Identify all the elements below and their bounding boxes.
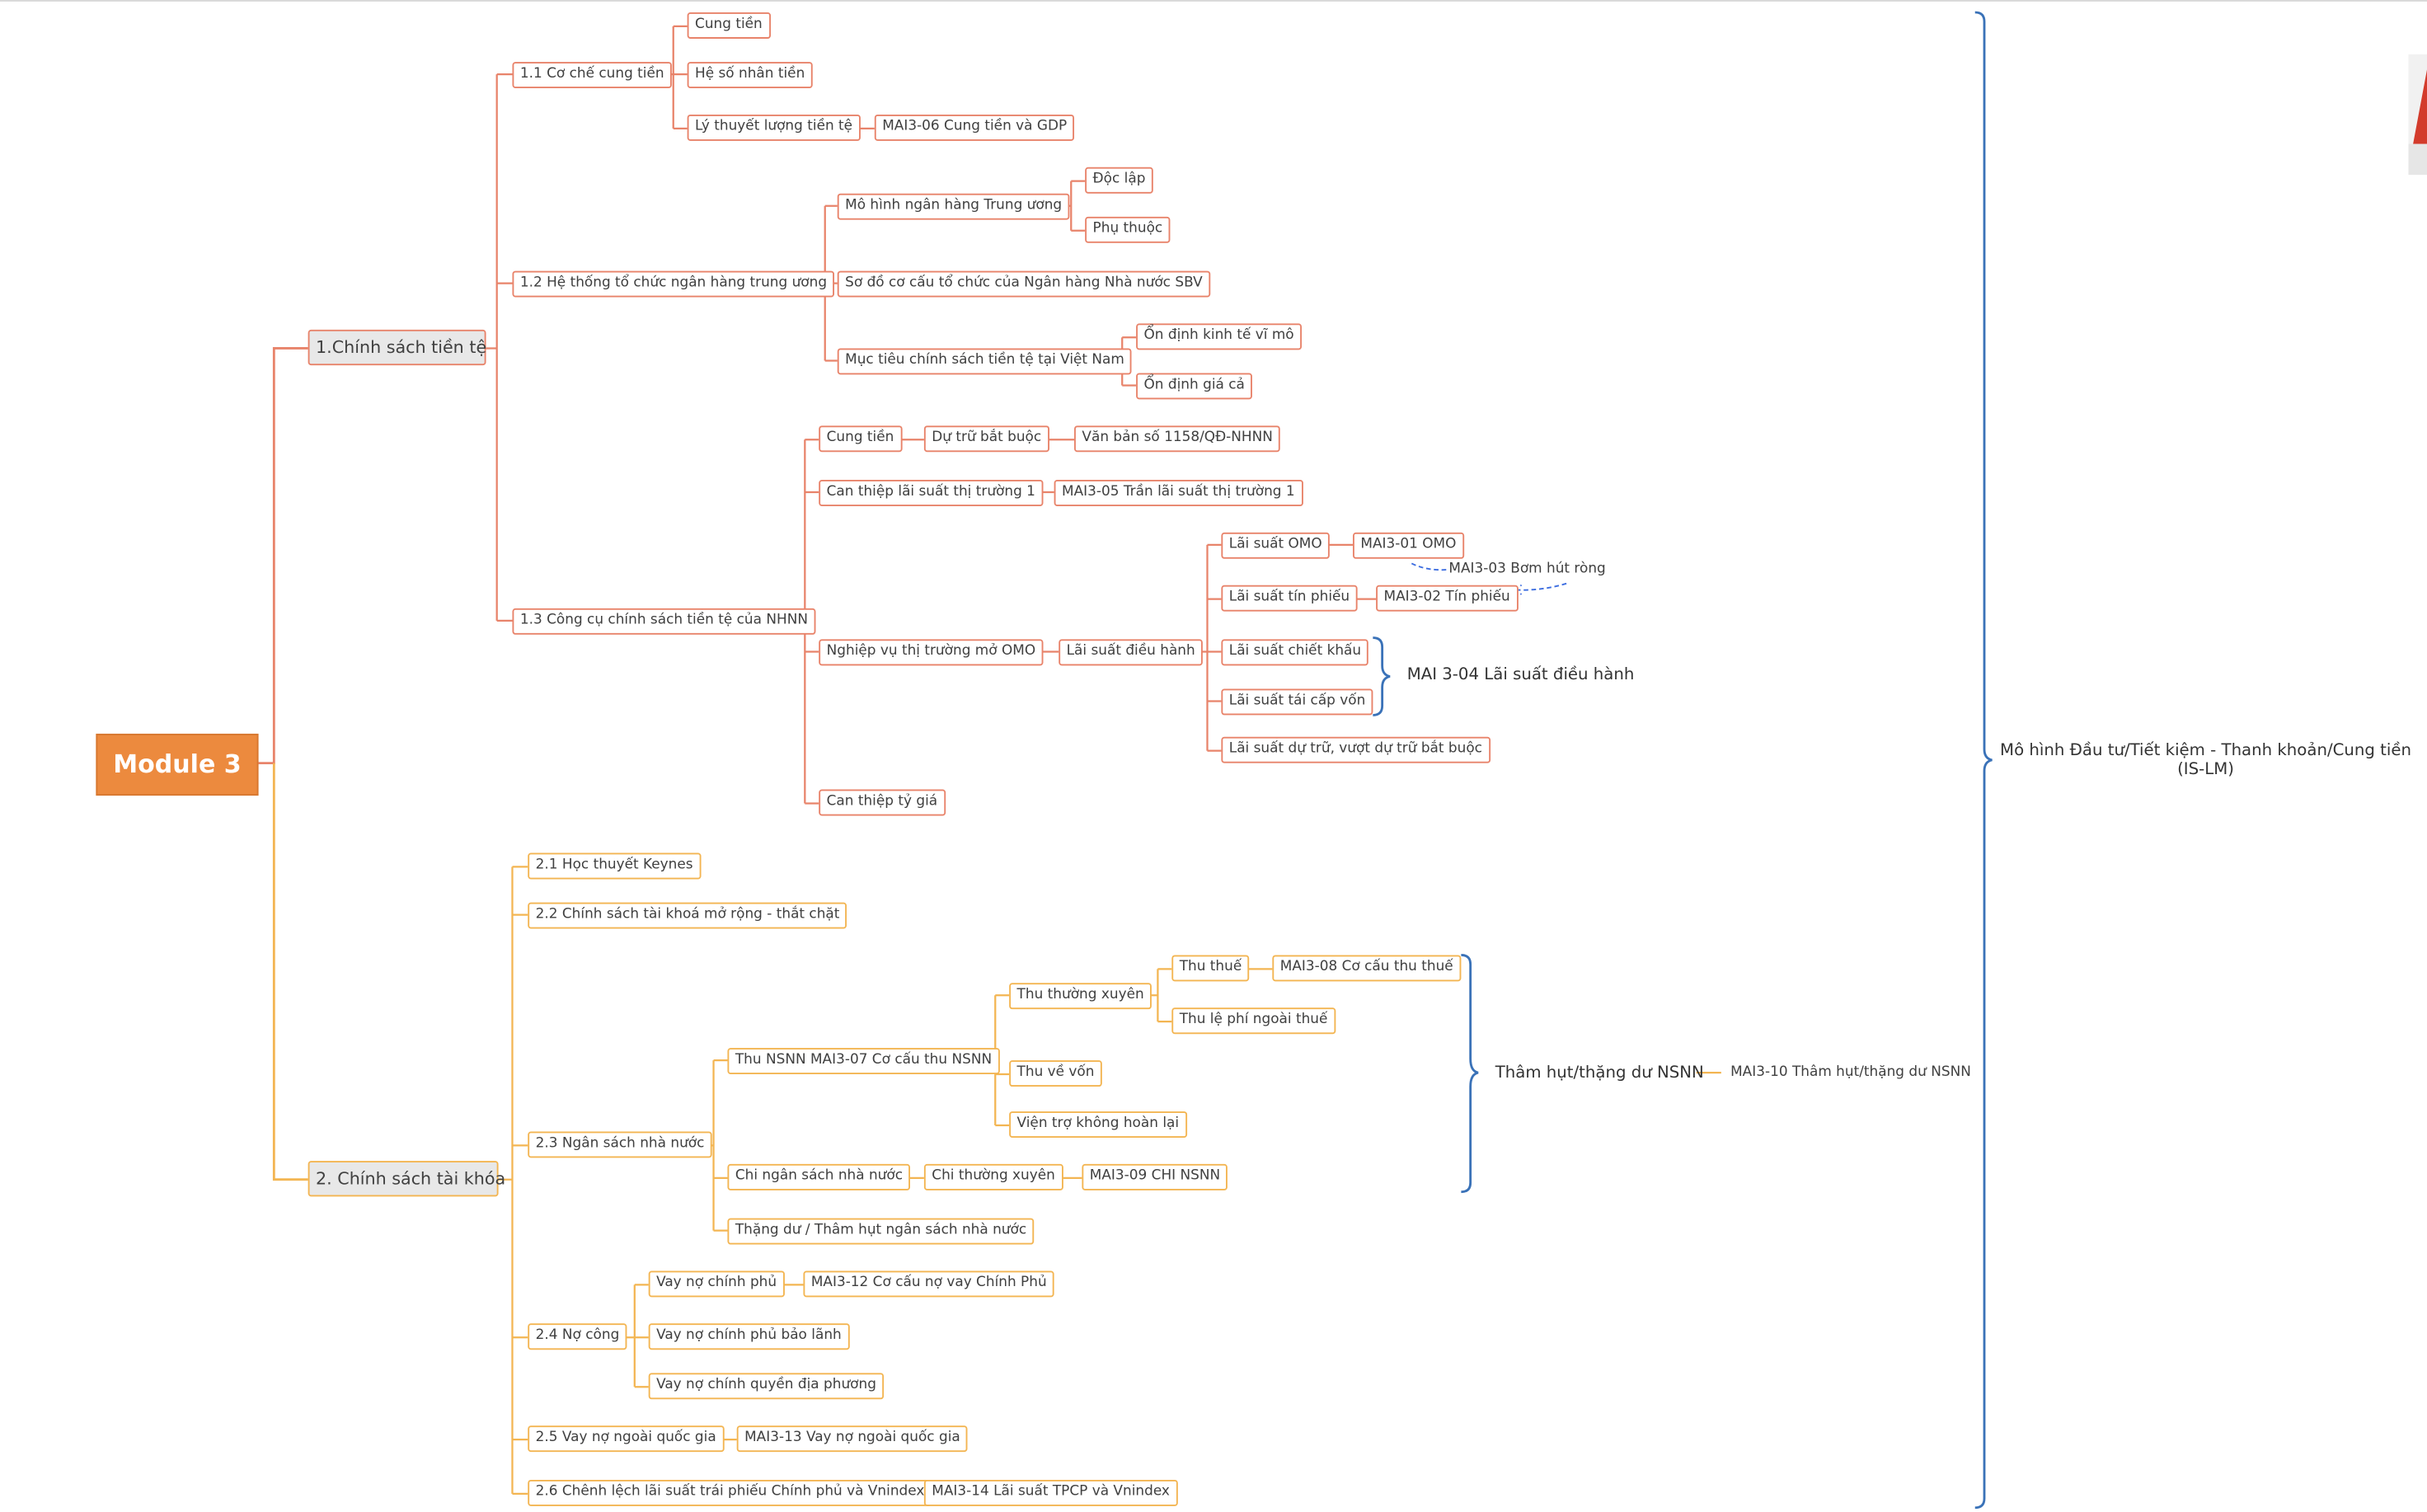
- node-2-6[interactable]: 2.6 Chênh lệch lãi suất trái phiếu Chính…: [528, 1479, 932, 1506]
- node-lai-suat-du-tru[interactable]: Lãi suất dự trữ, vượt dự trữ bắt buộc: [1221, 736, 1490, 763]
- node-chinh-sach-tien-te[interactable]: 1.Chính sách tiền tệ: [307, 329, 486, 366]
- branch1-connectors: [486, 25, 1377, 805]
- node-mai3-12[interactable]: MAI3-12 Cơ cấu nợ vay Chính Phủ: [803, 1270, 1055, 1298]
- connector-root-b2: [272, 763, 308, 1181]
- node-mai3-13[interactable]: MAI3-13 Vay nợ ngoài quốc gia: [736, 1425, 969, 1453]
- node-mai3-03[interactable]: MAI3-03 Bơm hút ròng: [1448, 561, 1606, 578]
- node-phu-thuoc[interactable]: Phụ thuộc: [1085, 216, 1171, 243]
- node-2-2[interactable]: 2.2 Chính sách tài khoá mở rộng - thắt c…: [528, 902, 847, 929]
- node-du-tru-bat-buoc[interactable]: Dự trữ bắt buộc: [923, 425, 1049, 453]
- cropped-red-shape: [2408, 54, 2427, 176]
- node-2-5[interactable]: 2.5 Vay nợ ngoài quốc gia: [528, 1425, 725, 1453]
- node-lai-suat-omo[interactable]: Lãi suất OMO: [1221, 532, 1331, 559]
- node-van-ban-1158[interactable]: Văn bản số 1158/QĐ-NHNN: [1074, 425, 1281, 453]
- node-mai3-10[interactable]: MAI3-10 Thâm hụt/thặng dư NSNN: [1730, 1064, 1971, 1081]
- node-mai3-02[interactable]: MAI3-02 Tín phiếu: [1376, 585, 1519, 612]
- node-mai3-05[interactable]: MAI3-05 Trần lãi suất thị trường 1: [1054, 480, 1303, 506]
- node-lai-suat-chiet-khau[interactable]: Lãi suất chiết khấu: [1221, 639, 1369, 666]
- node-1-1[interactable]: 1.1 Cơ chế cung tiền: [512, 62, 673, 89]
- node-thu-thuong-xuyen[interactable]: Thu thường xuyên: [1009, 983, 1152, 1010]
- node-chinh-sach-tai-khoa[interactable]: 2. Chính sách tài khóa: [307, 1161, 505, 1197]
- node-thu-ve-von[interactable]: Thu về vốn: [1009, 1060, 1102, 1087]
- node-doc-lap[interactable]: Độc lập: [1085, 167, 1153, 194]
- connector-root-b1: [258, 347, 308, 765]
- node-mai3-01[interactable]: MAI3-01 OMO: [1352, 532, 1464, 559]
- node-so-do-sbv[interactable]: Sơ đồ cơ cấu tổ chức của Ngân hàng Nhà n…: [837, 270, 1211, 298]
- node-1-2[interactable]: 1.2 Hệ thống tổ chức ngân hàng trung ươn…: [512, 270, 835, 298]
- node-mai3-06[interactable]: MAI3-06 Cung tiền và GDP: [874, 114, 1075, 141]
- node-2-3[interactable]: 2.3 Ngân sách nhà nước: [528, 1131, 712, 1158]
- node-mai3-14[interactable]: MAI3-14 Lãi suất TPCP và Vnindex: [923, 1479, 1178, 1506]
- node-muc-tieu-cstt[interactable]: Mục tiêu chính sách tiền tệ tại Việt Nam: [837, 348, 1133, 375]
- node-he-so-nhan-tien[interactable]: Hệ số nhân tiền: [687, 62, 813, 89]
- top-divider: [0, 0, 2427, 2]
- node-mo-hinh-nhtw[interactable]: Mô hình ngân hàng Trung ương: [837, 193, 1070, 220]
- node-thu-le-phi[interactable]: Thu lệ phí ngoài thuế: [1171, 1007, 1336, 1035]
- node-vay-no-dia-phuong[interactable]: Vay nợ chính quyền địa phương: [648, 1373, 885, 1400]
- node-chi-nsnn[interactable]: Chi ngân sách nhà nước: [727, 1163, 911, 1190]
- node-vay-no-chinh-phu[interactable]: Vay nợ chính phủ: [648, 1270, 785, 1298]
- node-on-dinh-kinh-te[interactable]: Ổn định kinh tế vĩ mô: [1136, 323, 1303, 350]
- root-node[interactable]: Module 3: [96, 733, 259, 796]
- node-cung-tien-2[interactable]: Cung tiền: [819, 425, 902, 453]
- node-vien-tro[interactable]: Viện trợ không hoàn lại: [1009, 1111, 1187, 1138]
- summary-is-lm[interactable]: Mô hình Đầu tư/Tiết kiệm - Thanh khoản/C…: [2000, 741, 2411, 779]
- node-chi-thuong-xuyen[interactable]: Chi thường xuyên: [923, 1163, 1063, 1190]
- node-cung-tien[interactable]: Cung tiền: [687, 12, 771, 39]
- node-thang-du-tham-hut[interactable]: Thặng dư / Thâm hụt ngân sách nhà nước: [727, 1218, 1035, 1245]
- node-2-4[interactable]: 2.4 Nợ công: [528, 1323, 627, 1350]
- summary-mai3-04[interactable]: MAI 3-04 Lãi suất điều hành: [1406, 665, 1635, 684]
- node-on-dinh-gia-ca[interactable]: Ổn định giá cả: [1136, 373, 1253, 400]
- summary-braces: [1373, 11, 1993, 1510]
- summary-tham-hut-nsnn[interactable]: Thâm hụt/thặng dư NSNN: [1495, 1063, 1704, 1082]
- node-mai3-08[interactable]: MAI3-08 Cơ cấu thu thuế: [1272, 955, 1462, 982]
- node-lai-suat-tin-phieu[interactable]: Lãi suất tín phiếu: [1221, 585, 1358, 612]
- node-lai-suat-dieu-hanh[interactable]: Lãi suất điều hành: [1059, 639, 1204, 666]
- node-ly-thuyet-luong-tien[interactable]: Lý thuyết lượng tiền tệ: [687, 114, 861, 141]
- node-lai-suat-tai-cap-von[interactable]: Lãi suất tái cấp vốn: [1221, 688, 1373, 716]
- node-can-thiep-lai-suat[interactable]: Can thiệp lãi suất thị trường 1: [819, 480, 1044, 506]
- node-vay-no-bao-lanh[interactable]: Vay nợ chính phủ bảo lãnh: [648, 1323, 850, 1350]
- node-2-1[interactable]: 2.1 Học thuyết Keynes: [528, 852, 701, 880]
- node-thu-nsnn[interactable]: Thu NSNN MAI3-07 Cơ cấu thu NSNN: [727, 1048, 1000, 1075]
- node-thu-thue[interactable]: Thu thuế: [1171, 955, 1250, 982]
- node-can-thiep-ty-gia[interactable]: Can thiệp tỷ giá: [819, 789, 946, 816]
- node-mai3-09[interactable]: MAI3-09 CHI NSNN: [1082, 1163, 1228, 1190]
- node-1-3[interactable]: 1.3 Công cụ chính sách tiền tệ của NHNN: [512, 608, 816, 635]
- node-nghiep-vu-omo[interactable]: Nghiệp vụ thị trường mở OMO: [819, 639, 1044, 666]
